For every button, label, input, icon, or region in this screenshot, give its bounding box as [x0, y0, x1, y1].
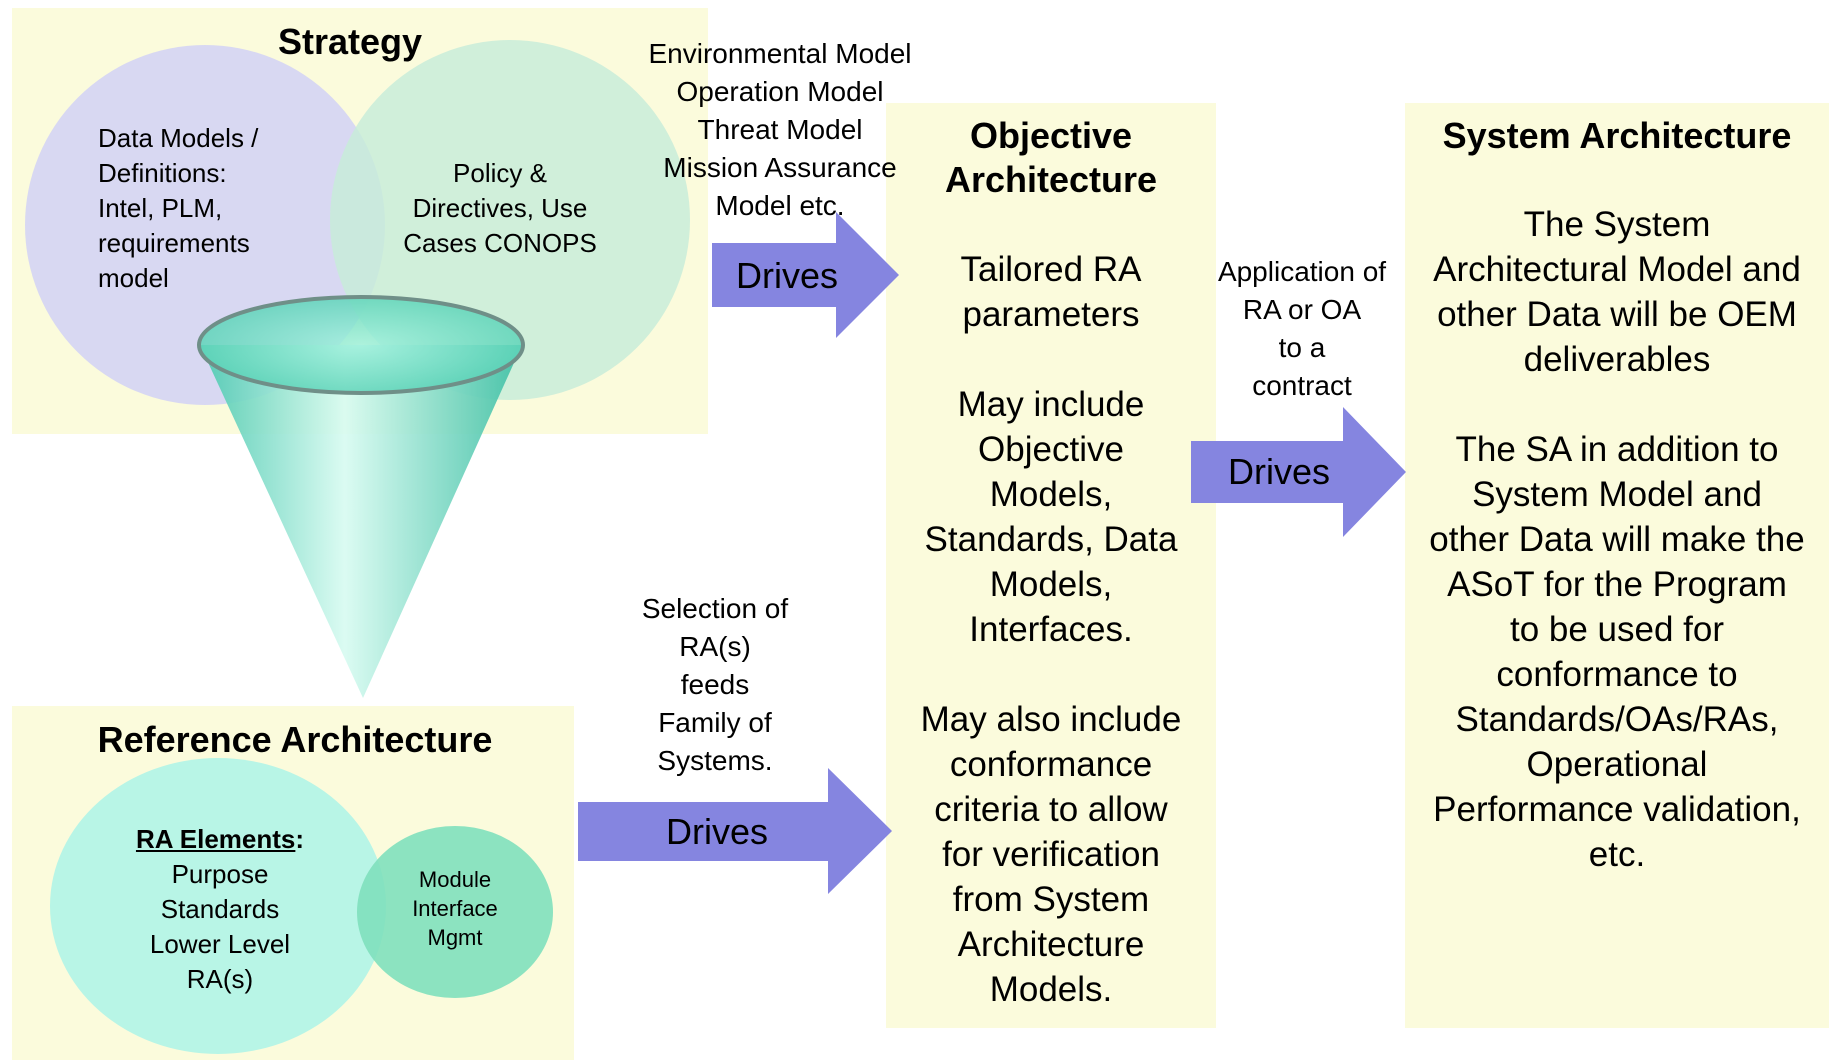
ra-elements-text: RA Elements: Purpose Standards Lower Lev…: [90, 822, 350, 997]
module-interface-circle: [357, 826, 553, 998]
strategy-data-models-text: Data Models / Definitions: Intel, PLM, r…: [98, 123, 259, 293]
system-architecture-body: The System Architectural Model and other…: [1429, 205, 1805, 874]
drives-arrow-top: [712, 212, 899, 338]
drives-label-middle: Drives: [1228, 451, 1331, 492]
strategy-title: Strategy: [277, 21, 423, 62]
strategy-policy-text: Policy & Directives, Use Cases CONOPS: [403, 158, 597, 258]
objective-architecture-panel: [886, 103, 1216, 1028]
objective-architecture-body: Tailored RA parameters May include Objec…: [920, 250, 1182, 1009]
drives-arrow-bottom: [578, 768, 892, 894]
system-architecture-panel: [1405, 103, 1829, 1028]
application-note: Application of RA or OA to a contract: [1217, 256, 1387, 401]
drives-label-bottom: Drives: [666, 811, 769, 852]
drives-arrow-middle: [1191, 407, 1406, 537]
selection-note: Selection of RA(s) feeds Family of Syste…: [641, 593, 789, 776]
drives-label-top: Drives: [736, 255, 839, 296]
ra-elements-heading: RA Elements:: [135, 824, 305, 854]
reference-architecture-title: Reference Architecture: [97, 719, 493, 760]
objective-architecture-title: Objective Architecture: [944, 115, 1158, 200]
ra-elements-circle: [50, 758, 386, 1054]
funnel-cone: [197, 295, 525, 698]
module-interface-text: Module Interface Mgmt: [412, 867, 498, 950]
system-architecture-title: System Architecture: [1442, 115, 1792, 156]
models-note: Environmental Model Operation Model Thre…: [648, 38, 912, 221]
